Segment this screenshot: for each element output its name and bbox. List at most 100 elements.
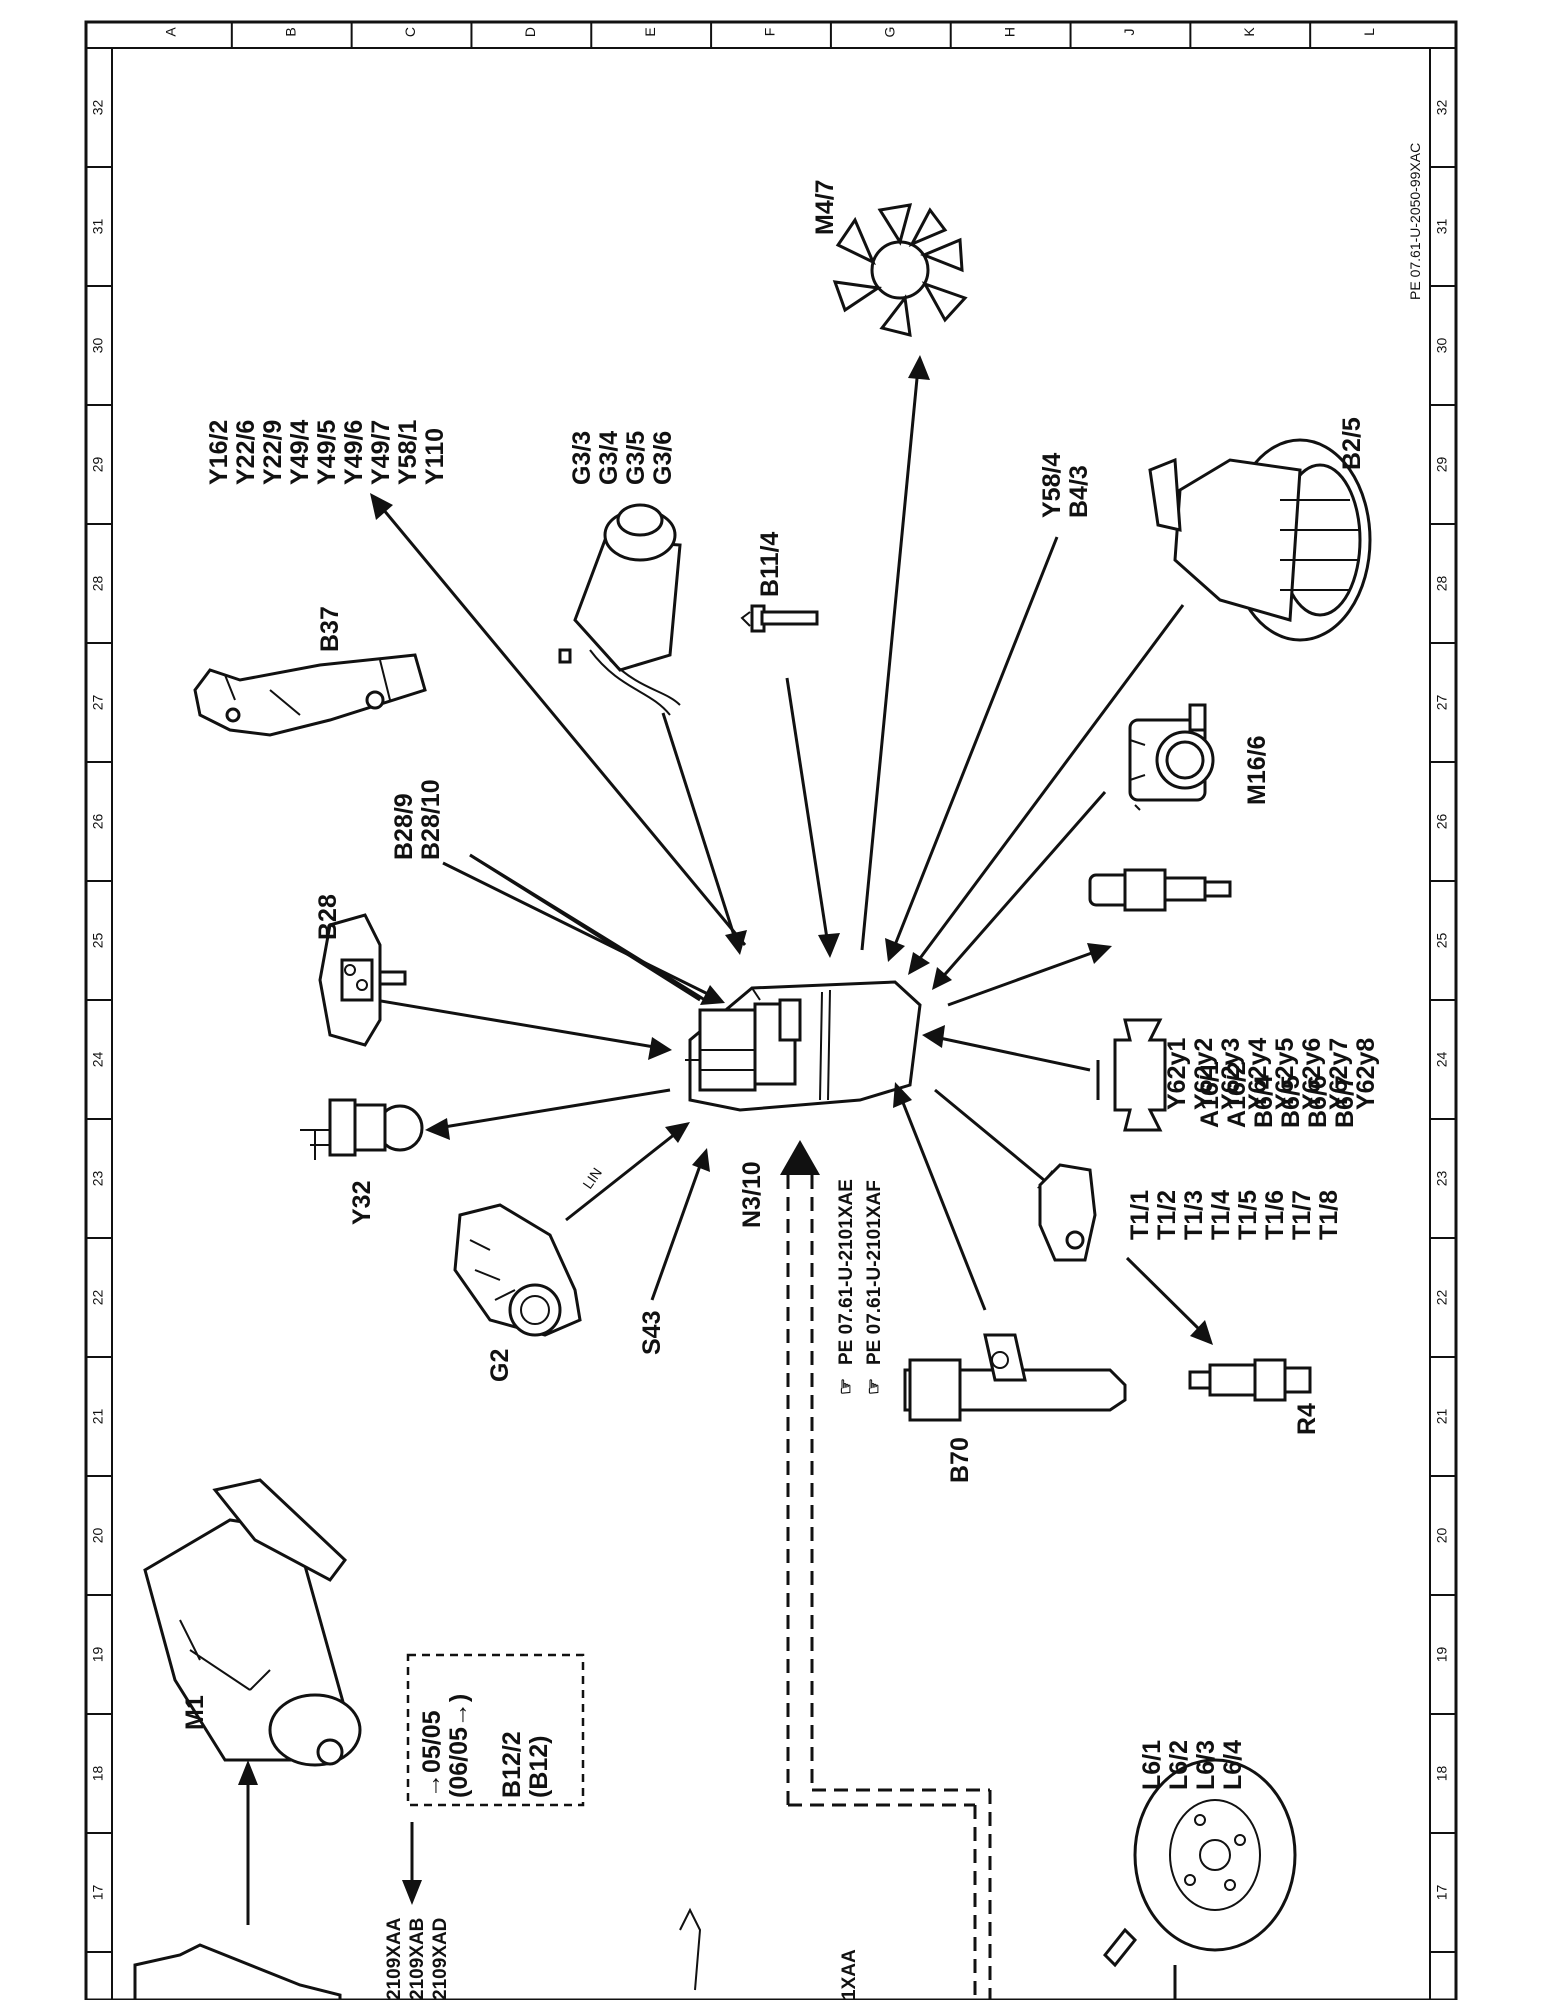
page-ref-2: PE 07.61-U-2101XAF bbox=[864, 1180, 885, 1365]
grid-row-number: 28 bbox=[90, 576, 106, 592]
label-line: G3/6 bbox=[649, 431, 677, 485]
grid-column-letter: E bbox=[642, 27, 658, 36]
air-mass-sensor-icon bbox=[1148, 438, 1372, 642]
label-line: (06/05→) bbox=[445, 1694, 473, 1798]
label-line: Y22/6 bbox=[232, 420, 260, 485]
label-line: (B12) bbox=[525, 1735, 553, 1798]
label-line: T1/7 bbox=[1288, 1190, 1316, 1240]
label-line: Y49/6 bbox=[340, 420, 368, 485]
b28-9-label-group: B28/9 B28/10 bbox=[390, 779, 445, 860]
grid-column-letter: K bbox=[1241, 27, 1257, 37]
label-line: T1/3 bbox=[1180, 1190, 1208, 1240]
label-line: Y62y2 bbox=[1190, 1038, 1218, 1110]
label-line: Y22/9 bbox=[259, 420, 287, 485]
g2-label: G2 bbox=[486, 1349, 514, 1382]
label-line: G3/3 bbox=[568, 431, 596, 485]
label-line: B12/2 bbox=[498, 1731, 526, 1798]
label-line: B6/7 bbox=[1331, 1075, 1359, 1128]
grid-row-number: 23 bbox=[1434, 1171, 1450, 1187]
y16-label-group: Y16/2 Y22/6 Y22/9 Y49/4 Y49/5 Y49/6 Y49/… bbox=[205, 420, 449, 485]
grid-row-number: 30 bbox=[1434, 338, 1450, 354]
b28-label: B28 bbox=[314, 894, 342, 940]
label-line: T1/6 bbox=[1261, 1190, 1289, 1240]
b37-label: B37 bbox=[316, 606, 344, 652]
grid-row-number: 19 bbox=[90, 1647, 106, 1663]
y32-label: Y32 bbox=[348, 1181, 376, 1225]
b2-5-label: B2/5 bbox=[1338, 417, 1366, 470]
grid-row-number: 29 bbox=[1434, 457, 1450, 473]
label-line: Y16/2 bbox=[205, 420, 233, 485]
label-line: L6/3 bbox=[1192, 1740, 1220, 1790]
label-line: B28/9 bbox=[390, 793, 418, 860]
grid-column-letter: G bbox=[882, 27, 898, 38]
connection-arrows bbox=[238, 355, 1213, 1925]
label-line: B4/3 bbox=[1065, 465, 1093, 518]
m4-7-label: M4/7 bbox=[811, 179, 839, 235]
grid-row-number: 18 bbox=[1434, 1766, 1450, 1782]
label-line: Y49/7 bbox=[367, 420, 395, 485]
grid-column-letter: J bbox=[1121, 29, 1137, 36]
drawing-reference: PE 07.61-U-2050-99XAC bbox=[1407, 143, 1423, 300]
label-line: T1/5 bbox=[1234, 1190, 1262, 1240]
grid-row-number: 18 bbox=[90, 1766, 106, 1782]
label-line: T1/1 bbox=[1126, 1190, 1154, 1240]
grid-row-number: 32 bbox=[90, 100, 106, 116]
injector-icon bbox=[1088, 868, 1232, 912]
hand-pointer-icon-2: ☞ bbox=[864, 1378, 885, 1395]
wheel-speed-sensor-icon bbox=[1102, 1758, 1297, 1968]
label-line: L6/4 bbox=[1219, 1740, 1247, 1790]
grid-row-number: 25 bbox=[1434, 933, 1450, 949]
s43-label: S43 bbox=[638, 1311, 666, 1355]
label-line: Y58/1 bbox=[394, 420, 422, 485]
ecu-n3-10: N3/10 bbox=[685, 980, 922, 1228]
label-line: Y58/4 bbox=[1038, 453, 1066, 518]
grid-column-letter: L bbox=[1361, 28, 1377, 36]
label-line: Y62y1 bbox=[1163, 1038, 1191, 1110]
label-line: L6/2 bbox=[1165, 1740, 1193, 1790]
grid-row-number: 27 bbox=[1434, 695, 1450, 711]
grid-column-letter: H bbox=[1001, 27, 1017, 37]
label-line: L6/1 bbox=[1138, 1740, 1166, 1790]
valve-icon bbox=[300, 1098, 424, 1160]
grid-row-number: 21 bbox=[1434, 1409, 1450, 1425]
grid-row-number: 31 bbox=[90, 219, 106, 235]
grid-row-number: 19 bbox=[1434, 1647, 1450, 1663]
label-line: T1/4 bbox=[1207, 1190, 1235, 1240]
cutoff-ref-bottom: 1XAA bbox=[839, 1949, 860, 2000]
grid-row-number: 24 bbox=[90, 1052, 106, 1068]
cutoff-ref-2: 2109XAB bbox=[407, 1918, 428, 2000]
b70-label: B70 bbox=[946, 1437, 974, 1483]
r4-label: R4 bbox=[1293, 1403, 1321, 1435]
label-line: Y62y3 bbox=[1217, 1038, 1245, 1110]
l6-label-group: L6/1 L6/2 L6/3 L6/4 bbox=[1138, 1740, 1247, 1790]
m1-label: M1 bbox=[181, 1695, 209, 1730]
ecu-label: N3/10 bbox=[738, 1161, 766, 1228]
grid-column-letter: B bbox=[282, 27, 298, 36]
grid-row-number: 29 bbox=[90, 457, 106, 473]
label-line: T1/2 bbox=[1153, 1190, 1181, 1240]
grid-row-number: 22 bbox=[90, 1290, 106, 1306]
b11-4-label: B11/4 bbox=[756, 532, 784, 597]
a16-label-group: A16/1 A16/2 B6/4 B6/5 B6/6 B6/7 bbox=[1196, 1061, 1359, 1128]
y62-label-group: Y62y1 Y62y2 Y62y3 Y62y4 Y62y5 Y62y6 Y62y… bbox=[1163, 1038, 1380, 1110]
label-line: Y49/5 bbox=[313, 420, 341, 485]
label-line: B6/6 bbox=[1304, 1075, 1332, 1128]
pressure-sensor-icon bbox=[318, 913, 407, 1047]
label-line: Y49/4 bbox=[286, 420, 314, 485]
label-line: Y62y6 bbox=[1298, 1038, 1326, 1110]
grid-column-letter: F bbox=[762, 28, 778, 37]
lin-bus-label: LIN bbox=[579, 1165, 605, 1192]
b12-2-variant-box: →05/05 (06/05→) B12/2 (B12) bbox=[406, 1653, 585, 1807]
label-line: G3/4 bbox=[595, 431, 623, 485]
label-line: Y62y8 bbox=[1352, 1038, 1380, 1110]
grid-row-number: 26 bbox=[90, 814, 106, 830]
label-line: Y62y4 bbox=[1244, 1038, 1272, 1110]
grid-row-number: 31 bbox=[1434, 219, 1450, 235]
grid-column-letter: D bbox=[522, 27, 538, 37]
alternator-icon bbox=[453, 1203, 582, 1337]
label-line: →05/05 bbox=[418, 1710, 446, 1798]
label-line: B28/10 bbox=[417, 779, 445, 860]
label-line: A16/2 bbox=[1223, 1061, 1251, 1128]
grid-row-number: 32 bbox=[1434, 100, 1450, 116]
partial-relay-icon bbox=[133, 1943, 1177, 2000]
